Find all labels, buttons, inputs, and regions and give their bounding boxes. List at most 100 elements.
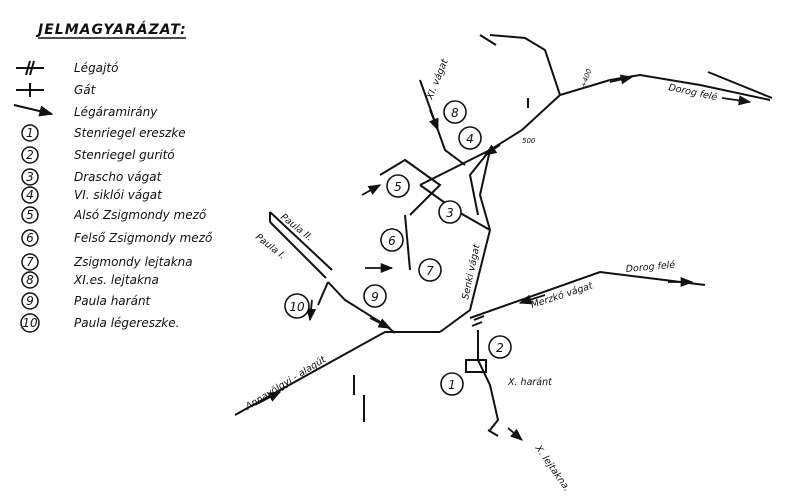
arrow-paula-harant [369, 317, 392, 329]
label-level-500: 500 [522, 137, 536, 145]
legend-label-arrow: Légáramirány [74, 105, 158, 119]
svg-text:9: 9 [26, 294, 34, 308]
svg-text:10: 10 [22, 316, 38, 330]
svg-text:1: 1 [26, 126, 34, 140]
svg-text:2: 2 [26, 148, 34, 162]
legend-item-2: 2 Stenriegel guritó [21, 146, 175, 164]
tunnel-also-zsigmondy [379, 158, 442, 216]
svg-text:4: 4 [466, 132, 474, 146]
map-circle-6: 6 [380, 228, 404, 252]
arrow-annavolgyi [254, 391, 282, 406]
legend-item-7: 7 Zsigmondy lejtakna [21, 253, 193, 271]
svg-text:Felső Zsigmondy mező: Felső Zsigmondy mező [74, 231, 213, 245]
map-circle-3: 3 [438, 200, 462, 224]
svg-text:7: 7 [26, 255, 34, 269]
tunnel-senki [439, 149, 492, 333]
map-circle-1: 1 [440, 372, 464, 396]
tunnel-annavolgyi [234, 331, 440, 416]
svg-text:5: 5 [26, 208, 34, 222]
door-x-lejtakna [487, 429, 499, 437]
svg-text:2: 2 [496, 341, 504, 355]
svg-text:10: 10 [289, 300, 305, 314]
map-circle-7: 7 [418, 258, 442, 282]
label-x-harant: X. haránt [507, 377, 553, 388]
svg-text:Zsigmondy lejtakna: Zsigmondy lejtakna [73, 255, 193, 269]
svg-text:Paula légereszke.: Paula légereszke. [74, 316, 179, 330]
door-senki-2 [471, 321, 483, 327]
tunnel-paula-harant [327, 281, 396, 334]
map-circle-5: 5 [386, 174, 410, 198]
legend-item-4: 4 VI. siklói vágat [21, 186, 163, 204]
svg-text:8: 8 [26, 273, 34, 287]
map-circle-4: 4 [458, 126, 482, 150]
door-xi-vagat [479, 34, 497, 46]
svg-text:1: 1 [448, 378, 456, 392]
tunnel-merzko [469, 270, 706, 319]
door-senki-1 [473, 315, 485, 321]
tunnel-vi-siklo [419, 149, 491, 216]
arrow-x-lejtakna [507, 427, 523, 441]
label-dorog-fele-right: Dorog felé [625, 260, 675, 275]
label-annavolgyi: Annavölgyi - alagút [243, 354, 329, 413]
svg-text:8: 8 [451, 106, 459, 120]
tunnel-paula-legereszke [317, 281, 329, 306]
svg-text:Drascho vágat: Drascho vágat [74, 170, 163, 184]
label-xi-vagat: XI. vágat [424, 57, 451, 103]
arrow-xi-lejtakna [429, 109, 439, 132]
legend-item-6: 6 Felső Zsigmondy mező [21, 229, 213, 247]
map-circle-10: 10 [284, 293, 310, 319]
svg-text:Stenriegel ereszke: Stenriegel ereszke [74, 126, 186, 140]
door-dorog-top [707, 71, 773, 99]
legend-label-gat: Gát [74, 83, 97, 97]
legend-label-legajto: Légajtó [74, 61, 118, 75]
map-circles: 1 2 3 4 5 6 7 8 [284, 100, 512, 396]
legend-item-3: 3 Drascho vágat [21, 168, 163, 186]
label-paula-2: Paula II. [278, 212, 314, 244]
x-harant-structure [465, 359, 487, 373]
legend-symbol-gat: Gát [16, 83, 97, 97]
legend-title: JELMAGYARÁZAT: [35, 21, 187, 38]
tunnel-x-harant [477, 330, 500, 431]
paula-shaft-inner [269, 221, 327, 279]
tunnel-xi-lejtakna [419, 79, 466, 166]
svg-text:Alsó Zsigmondy mező: Alsó Zsigmondy mező [73, 208, 207, 222]
map-circle-9: 9 [363, 284, 387, 308]
svg-text:VI. siklói vágat: VI. siklói vágat [74, 188, 163, 202]
svg-text:4: 4 [26, 188, 34, 202]
legend-item-8: 8 XI.es. lejtakna [21, 271, 159, 289]
label-paula-1: Paula I. [253, 232, 287, 262]
svg-text:6: 6 [388, 234, 396, 248]
svg-text:6: 6 [26, 231, 34, 245]
label-dorog-fele-top: Dorog felé [667, 82, 718, 103]
svg-text:XI.es. lejtakna: XI.es. lejtakna [73, 273, 159, 287]
legend: JELMAGYARÁZAT: Légajtó Gát Légáramirány … [13, 21, 213, 333]
svg-text:3: 3 [26, 170, 34, 184]
tunnel-felso-zsigmondy [404, 214, 411, 271]
svg-text:7: 7 [426, 264, 434, 278]
legend-symbol-arrow: Légáramirány [13, 104, 158, 119]
legend-item-1: 1 Stenriegel ereszke [21, 124, 186, 142]
map-circle-8: 8 [443, 100, 467, 124]
arrow-paula-legereszke [306, 299, 317, 322]
arrow-vi-siklo [483, 144, 501, 156]
door-markers [353, 34, 773, 437]
svg-text:Stenriegel guritó: Stenriegel guritó [74, 148, 175, 162]
paula-shaft-outer [269, 211, 333, 271]
svg-text:3: 3 [446, 206, 454, 220]
tunnel-network [234, 34, 771, 431]
arrow-upper-east [609, 74, 634, 85]
svg-text:5: 5 [394, 180, 402, 194]
arrow-also-zsigmondy [361, 184, 382, 196]
arrow-dorog-top [721, 95, 752, 106]
tunnel-upper-east [489, 73, 771, 151]
legend-symbol-legajto: Légajtó [16, 60, 118, 76]
legend-numbered-list: 1 Stenriegel ereszke 2 Stenriegel guritó… [20, 124, 213, 333]
legend-item-10: 10 Paula légereszke. [20, 313, 179, 333]
tunnel-xi-vagat [489, 34, 561, 96]
svg-text:9: 9 [371, 290, 379, 304]
svg-text:Paula haránt: Paula haránt [74, 294, 152, 308]
map-labels: XI. vágat Dorog felé Dorog felé +400 500… [243, 57, 718, 494]
air-direction-arrows [254, 74, 752, 441]
map-circle-2: 2 [488, 335, 512, 359]
